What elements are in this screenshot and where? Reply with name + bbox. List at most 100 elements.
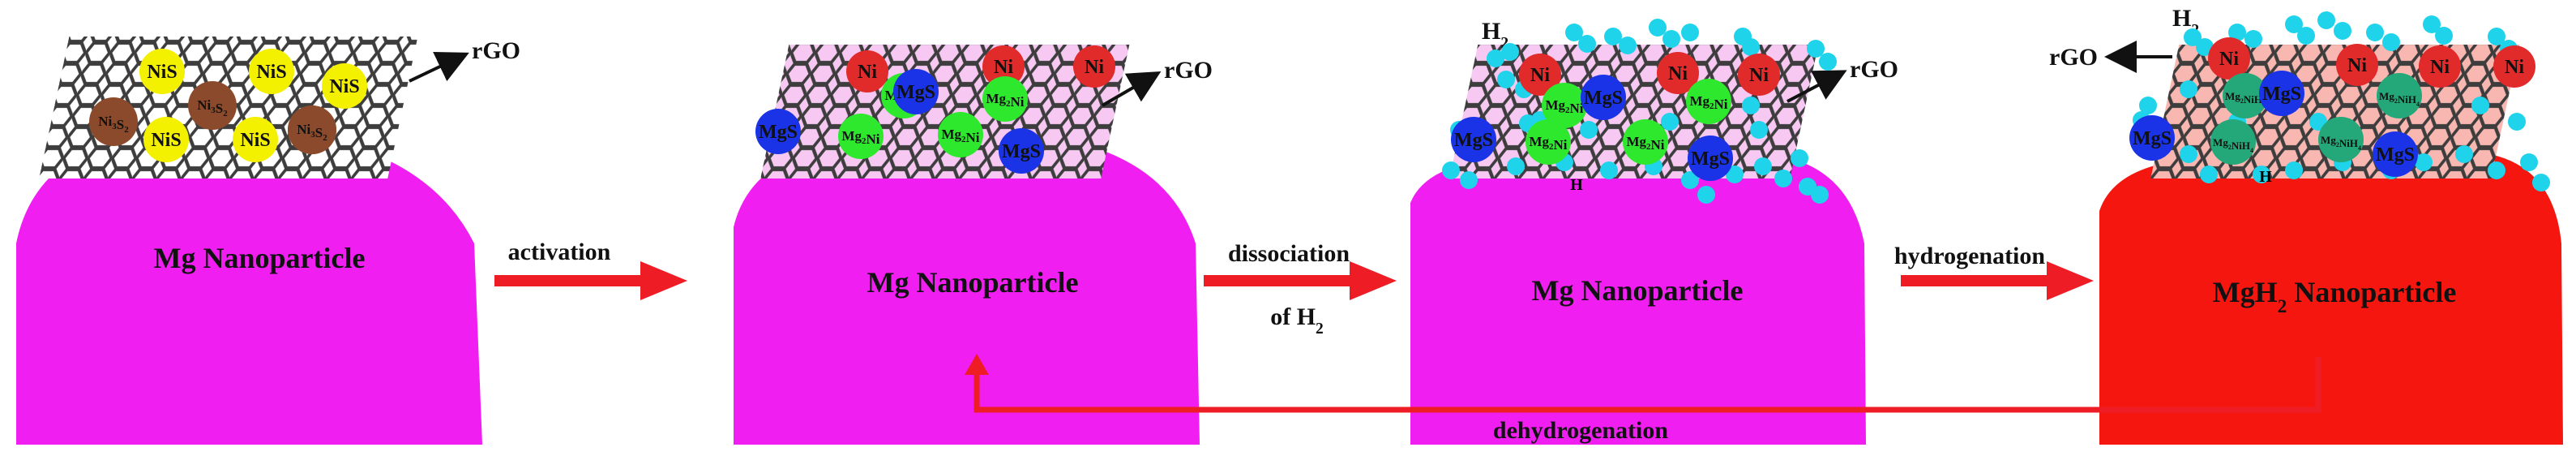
particle-ni: Ni [1657, 52, 1699, 94]
particle-mgs: MgS [2259, 71, 2304, 116]
stage-4: MgH2 Nanoparticle rGO H2 NiNiNiNiMg2NiH4… [2049, 5, 2563, 445]
particle-ni: Ni [2336, 44, 2378, 86]
particle-ni3s2: Ni3S2 [89, 97, 138, 146]
particle-label: Ni3S2 [297, 122, 327, 143]
mg-nanoparticle-1 [16, 134, 482, 445]
hydrogen-atom [1442, 161, 1460, 179]
particle-circle [982, 76, 1028, 122]
particle-label: MgS [2376, 144, 2415, 166]
particle-label: MgS [1584, 88, 1623, 109]
particle-circle [249, 49, 294, 94]
hydrogen-atom [2317, 11, 2335, 29]
particle-mgs: MgS [999, 128, 1044, 174]
particle-circle [89, 97, 138, 146]
particle-circle [838, 114, 884, 159]
particle-ni: Ni [2493, 45, 2535, 88]
particle-label: Mg2Ni [986, 91, 1024, 110]
rgo-arrow-1 [409, 51, 469, 83]
hydrogen-atom [2435, 27, 2453, 45]
step-dissociation: dissociation of H2 [1204, 240, 1397, 338]
step-activation: activation [494, 239, 687, 300]
hydrogenation-arrow [1901, 261, 2094, 300]
mg-nanoparticle-3 [1410, 154, 1866, 445]
rgo-label-2: rGO [1164, 57, 1213, 84]
particle-label: NiS [256, 62, 286, 83]
hydrogen-atom [2508, 113, 2526, 131]
hydrogen-atom [1507, 157, 1525, 175]
particle-label: Mg2NiH4 [2321, 134, 2361, 152]
rgo-arrow-3 [1787, 70, 1847, 103]
particle-circle [846, 50, 888, 92]
hydrogen-atom [1791, 149, 1808, 167]
hydrogen-atom [2488, 161, 2505, 179]
hydrogen-atom [1501, 43, 1519, 61]
particle-label: MgS [1454, 130, 1493, 151]
particles-stage-4: NiNiNiNiMg2NiH4MgSMg2NiH4MgSMg2NiH4Mg2Ni… [2129, 37, 2535, 177]
rgo-callout-1: rGO [409, 37, 520, 83]
particle-circle [893, 69, 939, 114]
particle-circle [322, 63, 367, 109]
particle-label: Ni [2219, 49, 2239, 70]
hydrogen-atom [2285, 161, 2303, 179]
mg-nanoparticle-2 [734, 136, 1200, 445]
hydrogen-atom [2415, 153, 2433, 171]
h2-label-3: H2 [1482, 18, 1508, 52]
hydrogenation-label: hydrogenation [1894, 243, 2045, 269]
particle-mg2nih4: Mg2NiH4 [2318, 117, 2364, 162]
particles-stage-1: NiSNiSNiSNi3S2Ni3S2Ni3S2NiSNiSNi3S2 [89, 49, 367, 162]
hydrogen-atom [1754, 157, 1772, 175]
hydrogen-atom [1487, 49, 1504, 67]
particle-label: NiS [151, 130, 181, 151]
mgh2-nanoparticle [2099, 153, 2563, 445]
particle-mg2ni: Mg2Ni [1542, 83, 1587, 128]
particle-label: Ni3S2 [98, 114, 129, 135]
hydrogen-atom [1662, 30, 1680, 48]
hydrogen-atom [1619, 37, 1637, 54]
particle-mgs: MgS [1451, 117, 1496, 162]
hydrogen-atom [1578, 35, 1596, 53]
particle-nis: NiS [139, 49, 185, 94]
particle-label: Mg2Ni [1529, 134, 1567, 153]
hydrogen-atom [2180, 80, 2197, 98]
hydrogen-atom [1750, 121, 1768, 139]
hydrogen-atom [2423, 15, 2441, 33]
particle-mg2ni: Mg2Ni [1525, 119, 1571, 165]
nanoparticle-label-1: Mg Nanoparticle [154, 242, 366, 274]
particle-ni: Ni [1519, 54, 1561, 96]
particle-label: Mg2Ni [841, 128, 879, 147]
particle-mg2nih4: Mg2NiH4 [2223, 73, 2268, 118]
particle-label: Mg2NiH4 [2379, 90, 2420, 108]
hydrogen-atom [1819, 53, 1837, 71]
particle-label: Ni [2505, 57, 2524, 78]
particle-circle [1581, 75, 1626, 120]
particle-circle [288, 105, 336, 154]
particle-circle [139, 49, 185, 94]
dissociation-label: dissociation [1228, 240, 1350, 267]
hydrogen-atom [2382, 33, 2400, 51]
particle-mg2ni: Mg2Ni [982, 76, 1028, 122]
particle-circle [233, 117, 278, 162]
hydrogen-atom [2244, 30, 2262, 48]
nanoparticle-label-4: MgH2 Nanoparticle [2213, 276, 2457, 317]
particle-label: Mg2NiH4 [2213, 136, 2253, 154]
particle-circle [755, 109, 801, 154]
particle-circle [1738, 54, 1780, 96]
hydrogen-atom [1649, 19, 1667, 37]
particle-label: NiS [329, 76, 359, 97]
step-hydrogenation: hydrogenation [1894, 243, 2094, 300]
hydrogen-atom [2488, 28, 2505, 45]
particle-label: MgS [2262, 84, 2301, 105]
hydrogen-atom [2366, 24, 2384, 41]
hydrogen-atom [1811, 186, 1829, 204]
hydrogen-atom [1681, 171, 1699, 189]
particle-circle [2318, 117, 2364, 162]
particle-label: Ni [1085, 57, 1104, 78]
particle-label: Ni [994, 57, 1013, 78]
particle-label: MgS [2133, 128, 2172, 149]
hydrogen-atom [2455, 145, 2473, 163]
rgo-label-4: rGO [2049, 44, 2098, 71]
